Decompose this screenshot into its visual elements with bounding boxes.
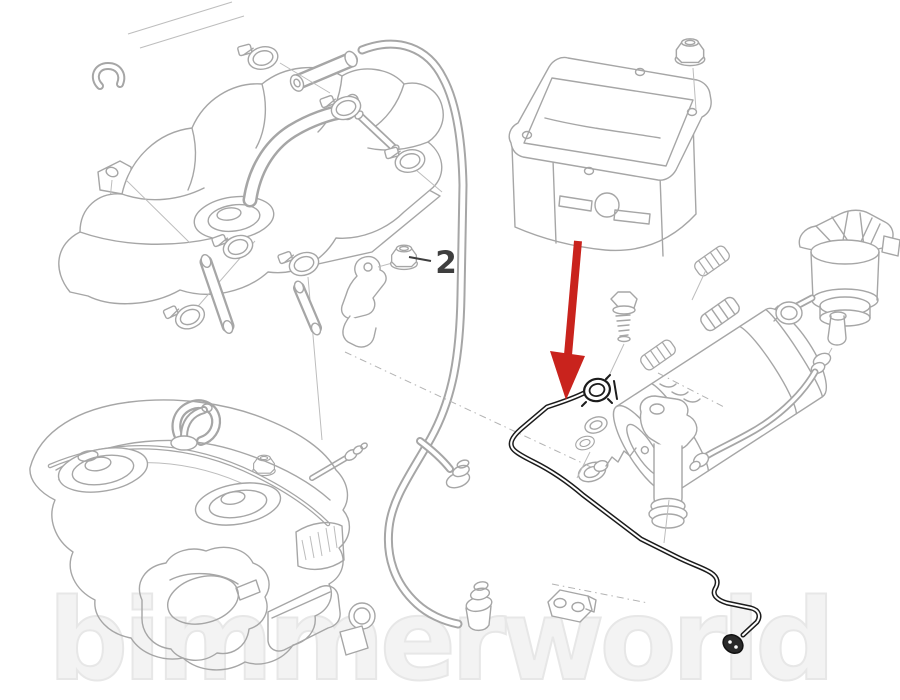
leader-lines — [344, 351, 727, 604]
quick-connector-front — [581, 374, 618, 407]
long-breather-hose — [357, 39, 493, 632]
mounting-bolt — [610, 291, 638, 343]
fuel-tank — [29, 399, 350, 671]
line-holder — [547, 589, 597, 623]
sealing-plug — [773, 301, 803, 325]
expansion-tank — [58, 62, 444, 305]
short-hose — [199, 253, 235, 335]
mid-elbow-connector — [416, 437, 471, 489]
canister-clip-tab — [637, 337, 679, 373]
canister-clip-tab — [697, 294, 743, 334]
quick-connector-end — [722, 634, 744, 654]
pump-access-cover — [138, 546, 270, 661]
canister-clip-tab — [691, 243, 733, 279]
cover-flange-nut — [674, 38, 706, 67]
fuel-pump-flange — [194, 482, 282, 526]
rubber-bushing — [573, 433, 597, 453]
vent-tube-fitting — [309, 442, 368, 481]
quick-connect-elbow — [465, 581, 493, 632]
hose-clamp — [162, 294, 209, 337]
fuel-pump-flange — [57, 447, 149, 493]
line-p-clip — [339, 602, 376, 656]
callout-leader — [408, 256, 432, 262]
watermark-text: bimmerworld — [47, 575, 836, 700]
charcoal-canister — [612, 307, 827, 496]
arrow-shaft — [564, 240, 582, 356]
rubber-bushing — [582, 413, 610, 437]
spring-clips — [659, 383, 701, 403]
j-hose — [171, 399, 222, 447]
part-number-callout: 2 — [408, 245, 457, 281]
fuel-filler-neck — [170, 403, 213, 451]
part-number-label: 2 — [435, 245, 457, 281]
access-cover-panel — [508, 56, 712, 257]
highlight-arrow — [550, 240, 585, 400]
fuel-vent-line-highlighted — [508, 374, 762, 654]
mounting-screw — [577, 447, 637, 483]
hose-clamp — [236, 36, 282, 76]
arrow-head — [550, 351, 585, 400]
short-hose — [354, 110, 400, 154]
breather-hose-stub — [289, 50, 358, 92]
short-hose — [293, 280, 322, 336]
eyelet-bracket — [340, 255, 387, 348]
